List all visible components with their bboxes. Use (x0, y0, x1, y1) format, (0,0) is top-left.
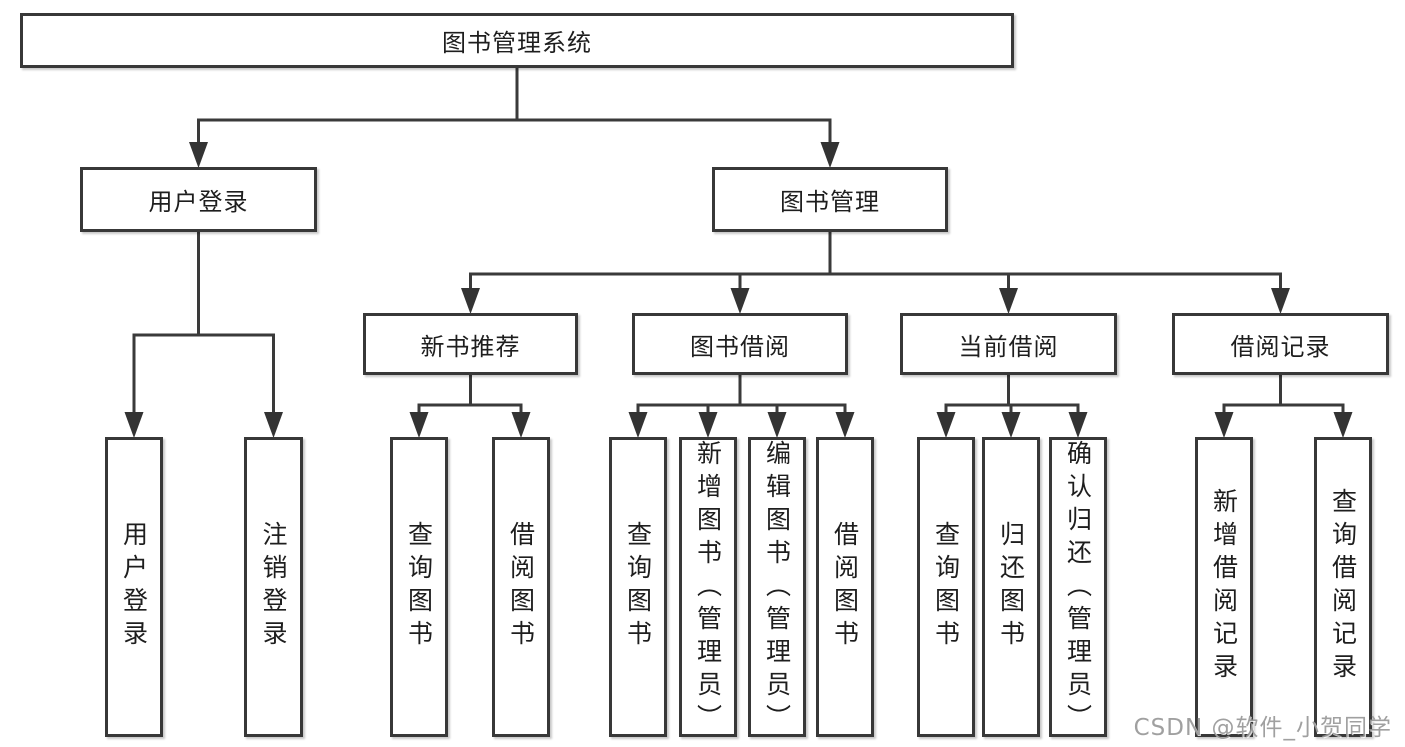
arrowhead-icon (835, 412, 855, 438)
arrowhead-icon (1068, 412, 1088, 438)
arrowhead-icon (698, 412, 718, 438)
node-borrowing-records: 借阅记录 (1172, 313, 1389, 375)
arrowhead-icon (820, 142, 840, 168)
arrowhead-icon (461, 288, 480, 314)
node-leaf-rec-borrow-books: 借阅图书 (492, 437, 550, 737)
node-leaf-bb-query-books: 查询图书 (609, 437, 667, 737)
watermark-text: CSDN @软件_小贺同学 (1133, 715, 1392, 741)
arrowhead-icon (189, 142, 208, 168)
node-leaf-br-add-record: 新增借阅记录 (1195, 437, 1253, 737)
arrowhead-icon (1214, 412, 1234, 438)
arrowhead-icon (264, 412, 283, 438)
arrowhead-icon (124, 412, 144, 438)
node-leaf-cb-return-books: 归还图书 (982, 437, 1040, 737)
arrowhead-icon (936, 412, 956, 438)
node-leaf-bb-edit-books: 编辑图书（管理员） (748, 437, 806, 737)
arrowhead-icon (999, 288, 1018, 314)
arrowhead-icon (1271, 288, 1290, 314)
node-library-system: 图书管理系统 (20, 13, 1014, 68)
node-book-borrowing: 图书借阅 (632, 313, 848, 375)
node-book-management: 图书管理 (712, 167, 948, 232)
node-leaf-br-query-record: 查询借阅记录 (1314, 437, 1372, 737)
arrowhead-icon (628, 412, 648, 438)
arrowhead-icon (511, 412, 531, 438)
node-current-borrowing: 当前借阅 (900, 313, 1117, 375)
node-new-book-recommend: 新书推荐 (363, 313, 578, 375)
arrowhead-icon (767, 412, 787, 438)
arrowhead-icon (730, 288, 750, 314)
arrowhead-icon (409, 412, 429, 438)
arrowhead-icon (1001, 412, 1021, 438)
node-leaf-user-login: 用户登录 (105, 437, 163, 737)
node-leaf-bb-add-books: 新增图书（管理员） (679, 437, 737, 737)
arrowhead-icon (1333, 412, 1353, 438)
node-leaf-cb-confirm-return: 确认归还（管理员） (1049, 437, 1107, 737)
node-leaf-cb-query-books: 查询图书 (917, 437, 975, 737)
node-leaf-logout: 注销登录 (244, 437, 303, 737)
node-user-login: 用户登录 (80, 167, 317, 232)
node-leaf-rec-query-books: 查询图书 (390, 437, 448, 737)
node-leaf-bb-borrow-books: 借阅图书 (816, 437, 874, 737)
